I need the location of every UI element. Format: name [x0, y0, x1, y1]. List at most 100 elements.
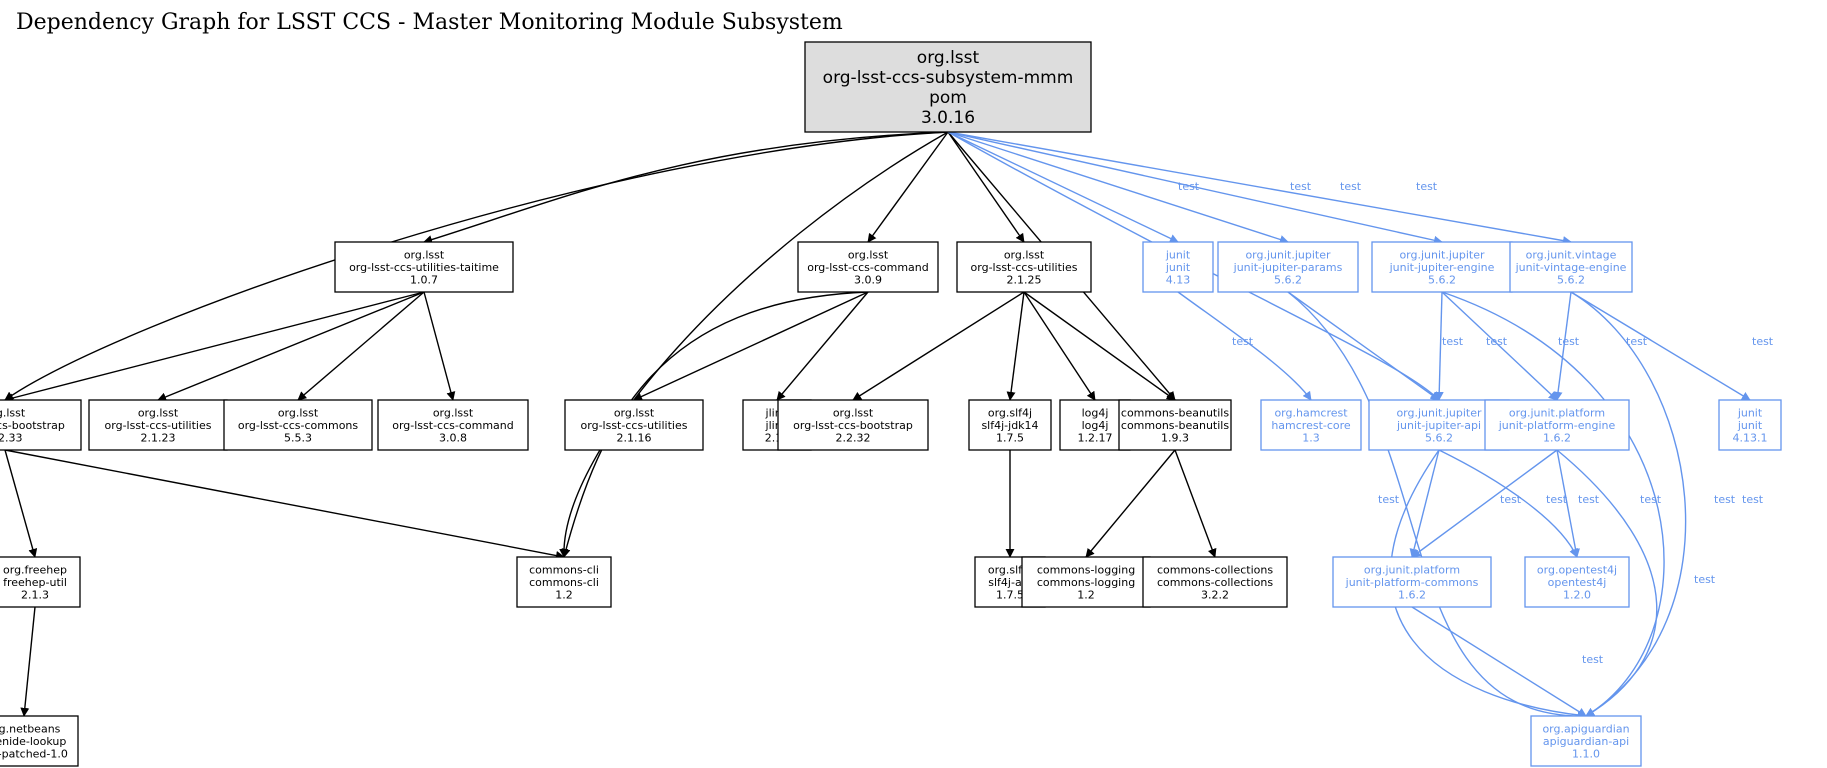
node-box [564, 399, 704, 451]
node-label-line: 1.2.17 [1078, 432, 1113, 445]
edge-line [1556, 449, 1658, 717]
node-pengine: org.junit.platformjunit-platform-engine1… [1484, 399, 1630, 451]
node-box [1118, 399, 1232, 451]
edge-line [867, 131, 949, 243]
edge-line [1434, 291, 1444, 401]
edge-root-to-vintage: test [947, 131, 1572, 246]
node-jparams: org.junit.jupiterjunit-jupiter-params5.6… [1217, 241, 1359, 293]
edge-label-test: test [1416, 180, 1438, 193]
node-box [1371, 241, 1513, 293]
edge-label-test: test [1752, 335, 1774, 348]
node-label-line: org.lsst [138, 407, 179, 420]
edge-label-test: test [1340, 180, 1362, 193]
node-label-line: commons-collections [1157, 564, 1273, 577]
edge-line [4, 291, 425, 403]
node-label-line: log4j [1082, 419, 1109, 432]
node-label-line: commons-cli [529, 576, 599, 589]
edge-line [1441, 291, 1665, 717]
node-label-line: commons-logging [1037, 576, 1135, 589]
node-label-line: commons-logging [1037, 564, 1135, 577]
node-box [956, 241, 1092, 293]
edge-jparams-to-japi: test [1287, 291, 1464, 401]
edge-jengine-to-pengine: test [1441, 291, 1580, 401]
node-label-line: commons-cli [529, 564, 599, 577]
edge-line [561, 291, 869, 558]
node-label-line: 1.2.0 [1563, 589, 1591, 602]
node-label-line: junit-jupiter-engine [1389, 261, 1495, 274]
node-label-line: 1.7.5 [996, 589, 1024, 602]
edge-root-to-cli [559, 131, 949, 558]
edge-line [423, 131, 949, 244]
edge-line [1287, 291, 1440, 401]
edge-line [1023, 291, 1176, 401]
node-label-line: 2.2.33 [0, 432, 23, 445]
node-label-line: junit-jupiter-api [1396, 419, 1481, 432]
node-label-line: 2.1.23 [141, 432, 176, 445]
edge-jengine-to-apiguardian: test [1441, 291, 1736, 717]
node-label-line: 3.0.9 [854, 274, 882, 287]
node-label-line: openide-lookup [0, 735, 66, 748]
node-label-line: slf4j-api [988, 576, 1031, 589]
edge-line [1023, 291, 1096, 401]
edge-root-to-jengine: test [947, 131, 1443, 245]
node-label-line: org-lsst-ccs-utilities-taitime [349, 261, 499, 274]
edge-line [157, 291, 425, 402]
edge-label-test: test [1442, 335, 1464, 348]
node-label-line: org.netbeans [0, 723, 61, 736]
node-label-line: org.lsst [614, 407, 655, 420]
node-label-line: 5.6.2 [1274, 274, 1302, 287]
node-label-line: 2.1.16 [617, 432, 652, 445]
edge-line [1287, 291, 1587, 721]
edge-line [1006, 291, 1025, 401]
edge-label-test: test [1714, 493, 1736, 506]
node-label-line: org.junit.vintage [1526, 249, 1617, 262]
edge-taitime-to-command308 [423, 291, 456, 401]
node-label-line: org.apiguardian [1542, 723, 1629, 736]
node-label-line: org-lsst-ccs-bootstrap [0, 419, 65, 432]
node-label-line: commons-beanutils [1121, 407, 1229, 420]
node-box [777, 399, 929, 451]
edge-label-test: test [1582, 653, 1604, 666]
edge-line [947, 131, 1443, 245]
node-box [1332, 556, 1492, 608]
node-label-line: org-lsst-ccs-command [807, 261, 929, 274]
edge-japi-to-opentest4j: test [1438, 449, 1578, 558]
edge-util2125-to-slf4jjdk [1006, 291, 1025, 401]
edge-root-to-taitime [423, 131, 949, 244]
node-box [223, 399, 373, 451]
node-box [0, 556, 81, 608]
edge-line [947, 131, 1440, 401]
node-label-line: junit-jupiter-params [1233, 261, 1343, 274]
node-label-line: org.lsst [404, 249, 445, 262]
node-label-line: org.junit.jupiter [1245, 249, 1331, 262]
edge-line [297, 291, 425, 401]
node-label-line: junit [1737, 419, 1763, 432]
edge-pengine-to-pcommons: test [1411, 449, 1600, 558]
node-label-line: 1.2 [555, 589, 573, 602]
node-label-line: org-lsst-ccs-bootstrap [793, 419, 913, 432]
edge-freehep-to-netbeans [20, 606, 36, 717]
node-label-line: org.lsst [433, 407, 474, 420]
edge-pcommons-to-apiguardian: test [1411, 606, 1604, 717]
node-label-line: org-lsst-ccs-commons [238, 419, 359, 432]
node-box [1059, 399, 1131, 451]
node-label-line: org-lsst-ccs-command [392, 419, 514, 432]
node-box [1718, 399, 1782, 451]
node-box [1142, 241, 1214, 293]
edge-line [1177, 291, 1312, 401]
edge-japi-to-pcommons: test [1409, 449, 1522, 558]
node-label-line: org.slf4j [988, 564, 1032, 577]
edge-label-test: test [1290, 180, 1312, 193]
node-label-line: org.lsst [278, 407, 319, 420]
edge-line [1409, 449, 1440, 558]
node-label-line: org.lsst [848, 249, 889, 262]
edge-line [1556, 449, 1580, 558]
node-label-line: org-lsst-ccs-utilities [581, 419, 688, 432]
node-label-line: junit [1737, 407, 1763, 420]
edge-pengine-to-apiguardian: test [1556, 449, 1716, 717]
node-label-line: org.junit.platform [1364, 564, 1460, 577]
